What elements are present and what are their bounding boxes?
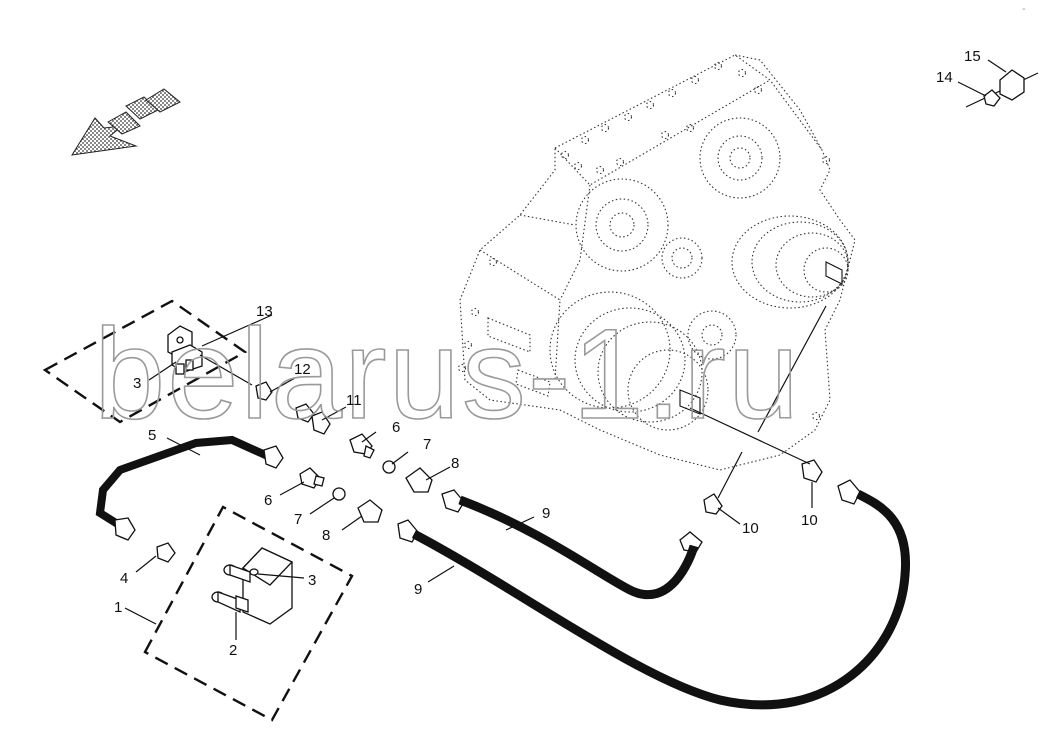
fitting-11-a	[295, 403, 315, 423]
direction-arrow-icon	[71, 88, 181, 156]
fitting-10-right	[801, 459, 823, 483]
hose-upper	[458, 495, 699, 600]
callout-6-upper: 6	[392, 419, 400, 436]
valve-fitting-upper	[223, 564, 251, 583]
washer-14	[983, 89, 1001, 107]
valve-block	[211, 547, 294, 625]
hose-lower	[411, 489, 911, 710]
valve-fitting-lower	[211, 591, 249, 614]
valve-frame	[143, 505, 354, 722]
callout-5: 5	[148, 427, 156, 444]
callout-1: 1	[114, 599, 122, 616]
callout-6-lower: 6	[264, 492, 272, 509]
callout-8-upper: 8	[451, 455, 459, 472]
callout-9-lower: 9	[414, 581, 422, 598]
bolt-and-nut	[965, 69, 1039, 108]
pressure-switch	[167, 325, 203, 375]
callout-7-upper: 7	[423, 436, 431, 453]
routing-lines	[199, 305, 827, 499]
fittings	[156, 381, 861, 563]
hose-end-9-upper	[441, 489, 465, 513]
bearing-cover-lower	[687, 310, 737, 360]
nut-8-lower	[357, 499, 383, 523]
pipe	[95, 435, 284, 541]
flange-bolts	[457, 61, 831, 421]
corner-mark: -	[1022, 3, 1026, 15]
callout-10-left: 10	[742, 520, 759, 537]
callout-4: 4	[120, 570, 128, 587]
bearing-cover-center	[661, 237, 703, 279]
gearbox-housing	[457, 54, 856, 471]
leader-lines	[124, 59, 1007, 640]
fitting-10-left	[703, 493, 723, 515]
callout-11: 11	[346, 392, 362, 409]
bearing-cover-upper-right	[699, 117, 781, 199]
clutch-drum-right	[731, 215, 849, 309]
nut-8-upper	[405, 467, 433, 493]
fitting-4	[156, 542, 176, 563]
callout-7-lower: 7	[294, 511, 302, 528]
callout-3-top: 3	[133, 375, 141, 392]
callout-15: 15	[964, 48, 981, 65]
callout-10-right: 10	[801, 512, 818, 529]
callout-labels: 13 3 12 11 6 7 8 5 6 7 8 9 9 10 10 4 1 2…	[114, 48, 981, 659]
pipe-nut-right	[263, 445, 284, 469]
callout-12: 12	[294, 361, 311, 378]
clutch-drum-left	[549, 291, 709, 431]
hose-end-right	[837, 479, 861, 505]
seal-ring-7-lower	[332, 487, 346, 501]
callout-2: 2	[229, 642, 237, 659]
callout-13: 13	[256, 303, 273, 320]
fitting-12	[255, 381, 273, 401]
callout-3-bottom: 3	[308, 572, 316, 589]
callout-9-upper: 9	[542, 505, 550, 522]
callout-14: 14	[936, 69, 953, 86]
switch-frame	[42, 299, 248, 424]
callout-8-lower: 8	[322, 527, 330, 544]
watermark: belarus-1.ru	[94, 303, 801, 446]
pipe-nut-left	[114, 517, 136, 541]
nut-15	[999, 69, 1025, 101]
bearing-cover-upper-left	[575, 178, 669, 272]
